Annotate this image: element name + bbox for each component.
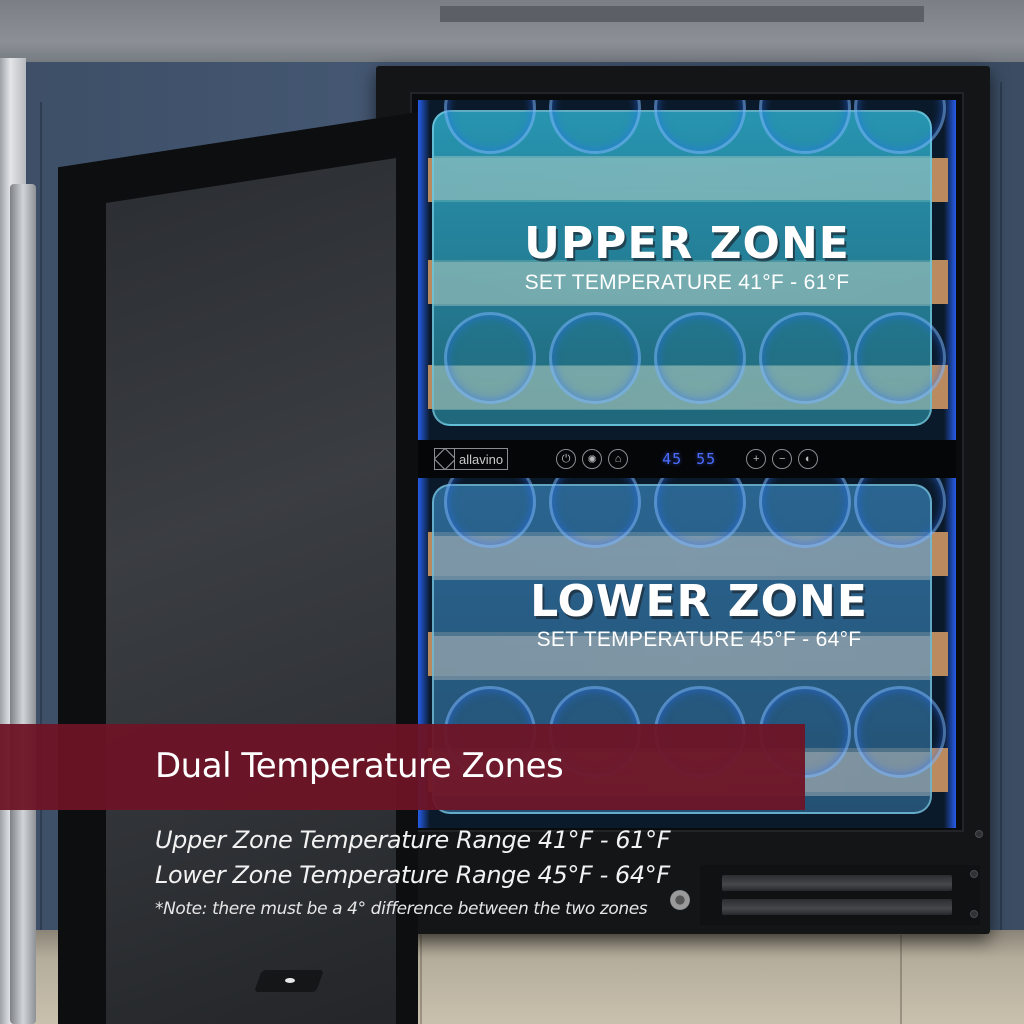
- temperature-note: *Note: there must be a 4° difference bet…: [155, 899, 648, 919]
- screw: [975, 830, 983, 838]
- kickplate: [700, 865, 980, 925]
- lower-zone-subtitle: SET TEMPERATURE 45°F - 64°F: [536, 628, 862, 651]
- lower-temp-readout: 55: [696, 450, 717, 468]
- led-glow-left: [418, 100, 430, 440]
- caption-banner: Dual Temperature Zones: [0, 724, 805, 810]
- bottle-outline: [549, 312, 641, 404]
- door-handle[interactable]: [10, 184, 36, 1024]
- lower-range-text: Lower Zone Temperature Range 45°F - 64°F: [155, 861, 670, 889]
- door-lock-icon[interactable]: [670, 890, 690, 910]
- light-button[interactable]: ✺: [582, 449, 603, 469]
- overlay-band: [434, 636, 930, 680]
- bottle-outline: [854, 100, 946, 154]
- overlay-band: [434, 262, 930, 306]
- power-button[interactable]: ⏻: [556, 449, 577, 469]
- vent-slot: [722, 875, 952, 891]
- brand-name: allavino: [459, 451, 504, 467]
- lower-zone-title: LOWER ZONE: [530, 576, 868, 627]
- panel-line: [1000, 82, 1002, 942]
- upper-zone-subtitle: SET TEMPERATURE 41°F - 61°F: [524, 271, 850, 294]
- lock-icon: ⌂: [614, 453, 622, 465]
- bottle-outline: [444, 312, 536, 404]
- bottle-outline: [654, 478, 746, 548]
- bottle-outline: [549, 478, 641, 548]
- bottle-outline: [854, 478, 946, 548]
- vent-slot: [722, 899, 952, 915]
- upper-zone-overlay: [432, 100, 946, 426]
- increase-temp-button[interactable]: +: [746, 449, 767, 469]
- wall-shelf: [440, 6, 924, 22]
- plus-icon: +: [753, 453, 760, 465]
- temperature-display: 45 55: [662, 450, 716, 468]
- brand-mark-icon: [435, 449, 455, 469]
- decrease-temp-button[interactable]: −: [772, 449, 793, 469]
- bottle-outline: [759, 312, 851, 404]
- floor-seam: [420, 935, 422, 1024]
- light-bulb-icon: ✺: [587, 453, 597, 466]
- floor-seam: [900, 935, 902, 1024]
- open-glass-door[interactable]: [36, 72, 418, 1024]
- lock-button[interactable]: ⌂: [608, 449, 629, 469]
- minus-icon: −: [779, 453, 786, 465]
- screw: [970, 870, 978, 878]
- upper-zone-title: UPPER ZONE: [524, 218, 850, 269]
- upper-temp-readout: 45: [662, 450, 683, 468]
- banner-title: Dual Temperature Zones: [155, 746, 564, 786]
- bottle-outline: [444, 100, 536, 154]
- upper-zone: UPPER ZONE SET TEMPERATURE 41°F - 61°F: [418, 100, 956, 440]
- bottle-outline: [759, 478, 851, 548]
- bottle-outline: [654, 312, 746, 404]
- bottle-outline: [854, 312, 946, 404]
- bottle-outline: [549, 100, 641, 154]
- panel-line: [40, 102, 42, 962]
- bottle-outline: [854, 686, 946, 778]
- bottle-outline: [759, 100, 851, 154]
- zone-select-button[interactable]: ◐: [798, 449, 819, 469]
- hinge-pin: [285, 978, 295, 983]
- zone-select-icon: ◐: [804, 453, 812, 465]
- bottle-outline: [444, 478, 536, 548]
- control-panel: allavino ⏻ ✺ ⌂ 45 55 + − ◐: [418, 440, 956, 478]
- upper-range-text: Upper Zone Temperature Range 41°F - 61°F: [155, 826, 671, 854]
- power-icon: ⏻: [561, 452, 571, 465]
- door-glass: [106, 158, 396, 1024]
- overlay-band: [434, 156, 930, 200]
- screw: [970, 910, 978, 918]
- brand-logo: allavino: [434, 448, 509, 470]
- bottle-outline: [654, 100, 746, 154]
